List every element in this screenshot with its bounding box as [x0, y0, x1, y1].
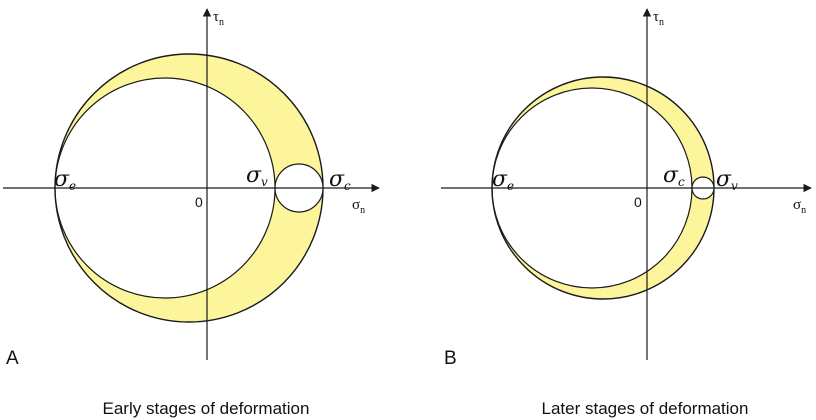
panel-a: τn σn 0 σe σv σc A Early stages of defor… [3, 8, 380, 418]
panel-b-sigma-c-label: σc [663, 163, 685, 189]
panel-b-sigma-axis-label: σn [793, 197, 806, 216]
panel-b-tau-axis-label: τn [653, 9, 664, 28]
panel-b-origin-label: 0 [634, 194, 642, 210]
panel-a-sigma-axis-label: σn [352, 197, 365, 216]
panel-a-caption: Early stages of deformation [103, 399, 310, 418]
panel-b-caption: Later stages of deformation [542, 399, 749, 418]
panel-b-sigma-v-label: σv [716, 167, 738, 193]
panel-a-origin-label: 0 [195, 194, 203, 210]
panel-a-crescent-region [54, 53, 323, 323]
panel-b-sigma-e-label: σe [492, 167, 514, 193]
panel-a-sigma-v-label: σv [246, 163, 268, 189]
panel-b-label: B [444, 348, 457, 369]
panel-b: τn σn 0 σe σc σv B Later stages of defor… [441, 8, 812, 418]
panel-a-tau-axis-label: τn [213, 9, 224, 28]
panel-a-label: A [6, 348, 19, 369]
panel-a-sigma-e-label: σe [54, 167, 76, 193]
panel-a-sigma-c-label: σc [329, 167, 351, 193]
